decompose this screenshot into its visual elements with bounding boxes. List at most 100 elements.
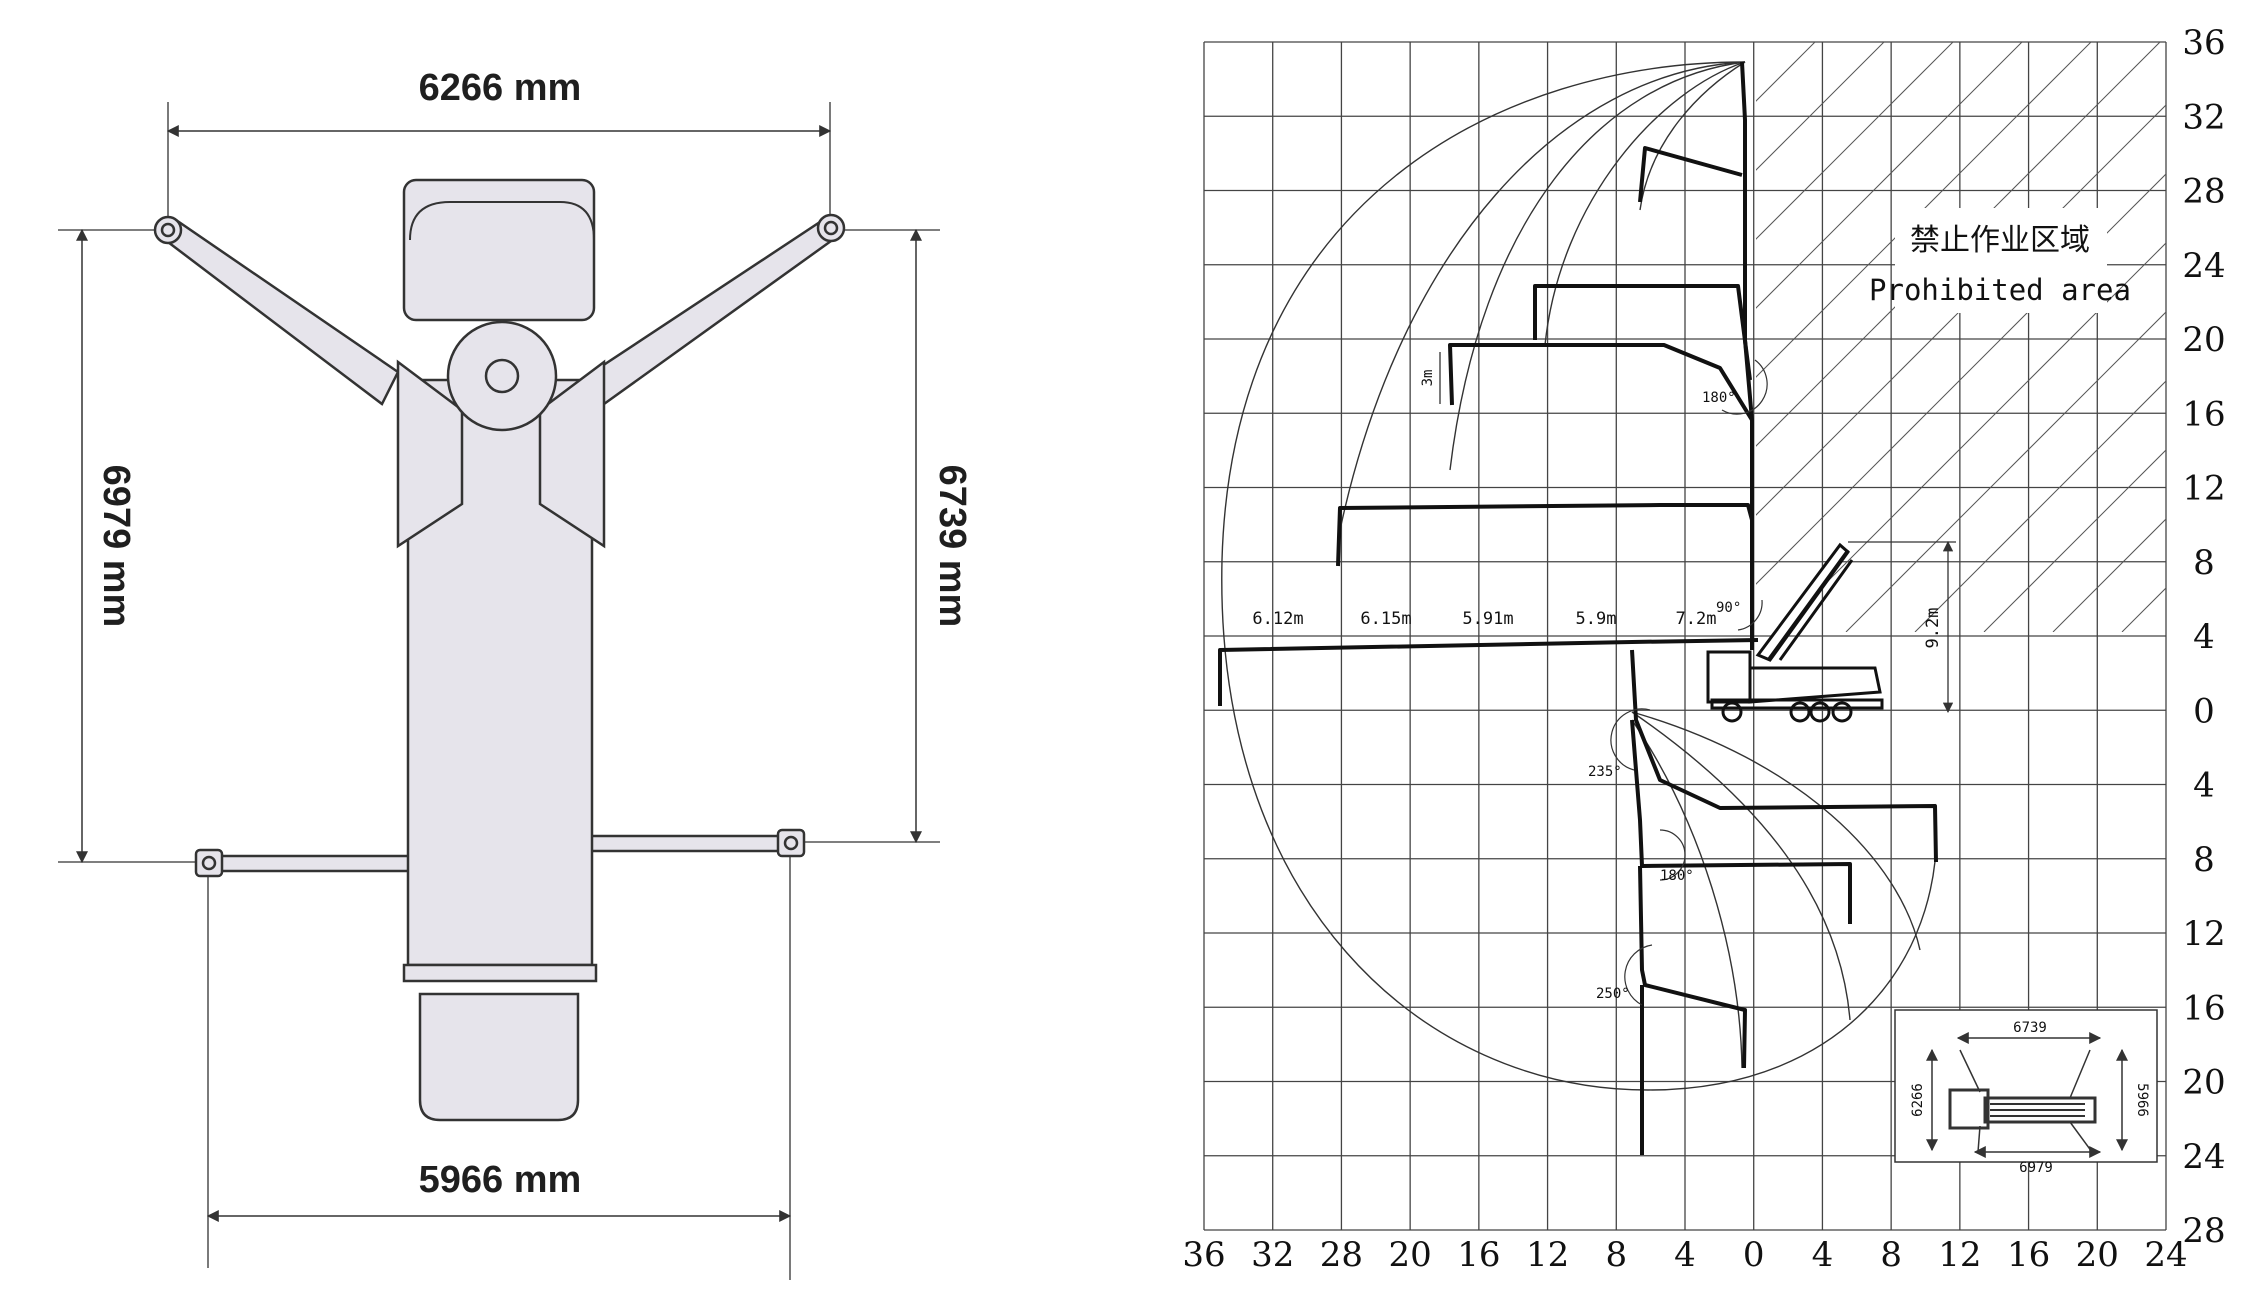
front-left-outrigger <box>158 218 400 406</box>
bottom-tick-label: 0 <box>1743 1235 1765 1275</box>
right-tick-label: 24 <box>2182 1137 2225 1177</box>
turret-hub <box>484 358 520 394</box>
front-left-pad <box>153 215 183 245</box>
inset-top-view <box>1894 1009 2158 1163</box>
right-tick-label: 36 <box>2182 23 2225 63</box>
right-tick-label: 20 <box>2182 1063 2225 1103</box>
hatch-line <box>1756 42 2092 378</box>
right-tick-label: 0 <box>2193 691 2215 731</box>
hatch-line <box>1156 42 1746 632</box>
boom-below-1 <box>1630 649 1938 863</box>
right-tick-label: 8 <box>2193 543 2215 583</box>
right-tick-label: 16 <box>2182 988 2225 1028</box>
bottom-tick-label: 4 <box>1812 1235 1834 1275</box>
tip-length-label: 3m <box>1420 370 1436 387</box>
reach-chart: 禁止作业区域 Prohibited area <box>1156 23 2225 1275</box>
boom-high <box>1638 146 1743 203</box>
height-label: 9.2m <box>1923 608 1943 649</box>
hatch-line <box>1756 173 2166 585</box>
prohibited-label-bg <box>1895 208 2107 313</box>
angle-2: 90° <box>1716 600 1741 616</box>
prohibited-en-label: Prohibited area <box>1869 273 2131 307</box>
angle-5: 250° <box>1596 986 1630 1002</box>
angle-4: 180° <box>1660 868 1694 884</box>
angle-arcs <box>1610 359 1768 1006</box>
boom-horizontal <box>1218 638 1759 706</box>
bottom-tick-label: 36 <box>1182 1235 1225 1275</box>
dimension-lines <box>76 125 922 1222</box>
hatch-line <box>1983 449 2166 632</box>
top-view-drawing <box>58 102 940 1280</box>
right-tick-label: 28 <box>2182 172 2225 212</box>
boom-postures <box>1218 61 1938 1155</box>
front-right-pad <box>816 213 846 243</box>
angle-1: 180° <box>1702 390 1736 406</box>
rear-right-pad <box>776 828 806 858</box>
right-tick-label: 4 <box>2193 617 2215 657</box>
right-tick-label: 8 <box>2193 840 2215 880</box>
hatch-line <box>1756 42 1816 102</box>
prohibited-cn-label: 禁止作业区域 <box>1910 223 2090 258</box>
bottom-tick-label: 16 <box>2007 1235 2050 1275</box>
section-label-5: 7.2m <box>1676 609 1717 629</box>
bottom-axis-ticks: 36 32 28 20 16 12 8 4 0 4 8 12 16 20 24 <box>1182 1235 2187 1275</box>
bottom-tick-label: 24 <box>2144 1235 2187 1275</box>
hatch-line <box>1756 104 2166 516</box>
right-tick-label: 32 <box>2182 97 2225 137</box>
rear-hopper <box>418 992 580 1122</box>
rear-left-pad <box>194 848 224 878</box>
rear-bumper <box>402 963 598 983</box>
boom-upper <box>1533 284 1752 381</box>
angle-3: 235° <box>1588 764 1622 780</box>
front-right-outrigger <box>588 218 840 406</box>
bottom-tick-label: 8 <box>1880 1235 1902 1275</box>
turret-right-plate <box>538 359 606 549</box>
right-tick-label: 4 <box>2193 766 2215 806</box>
right-tick-label: 24 <box>2182 246 2225 286</box>
hatch-line <box>1756 42 2161 447</box>
prohibited-hatch <box>1156 42 2166 632</box>
hatch-line <box>1756 42 2023 309</box>
bottom-tick-label: 4 <box>1674 1235 1696 1275</box>
right-tick-label: 20 <box>2182 320 2225 360</box>
hatch-line <box>2052 518 2166 632</box>
section-label-3: 5.91m <box>1462 609 1513 629</box>
turret-left-plate <box>396 359 464 549</box>
dim-right-label: 6739 mm <box>931 465 973 628</box>
height-dimension <box>1439 352 1956 714</box>
right-tick-label: 12 <box>2182 469 2225 509</box>
bottom-tick-label: 20 <box>2076 1235 2119 1275</box>
right-tick-label: 28 <box>2182 1211 2225 1251</box>
section-label-2: 6.15m <box>1360 609 1411 629</box>
inset-bottom-label: 6979 <box>2019 1160 2053 1176</box>
hatch-line <box>1914 380 2166 632</box>
bottom-tick-label: 32 <box>1251 1235 1294 1275</box>
boom-mid-high <box>1448 343 1754 422</box>
section-label-1: 6.12m <box>1252 609 1303 629</box>
dim-left-label: 6979 mm <box>95 465 137 628</box>
pump-truck <box>1706 542 1884 723</box>
dim-top-label: 6266 mm <box>419 67 582 109</box>
right-tick-label: 12 <box>2182 914 2225 954</box>
bottom-tick-label: 8 <box>1605 1235 1627 1275</box>
bottom-tick-label: 12 <box>1526 1235 1569 1275</box>
boom-below-2 <box>1630 719 1852 924</box>
inset-top-label: 6739 <box>2013 1020 2047 1036</box>
bottom-tick-label: 28 <box>1320 1235 1363 1275</box>
inset-left-label: 6266 <box>1910 1083 1926 1117</box>
hatch-line <box>1756 42 1954 240</box>
bottom-tick-label: 16 <box>1457 1235 1500 1275</box>
inset-right-label: 5966 <box>2134 1083 2150 1117</box>
cab <box>402 178 596 322</box>
bottom-tick-label: 20 <box>1389 1235 1432 1275</box>
hatch-line <box>1776 242 2166 632</box>
reach-envelopes <box>1221 61 1938 1091</box>
hatch-line <box>1756 42 1885 171</box>
boom-mid <box>1336 503 1754 567</box>
hatch-line <box>1845 311 2166 632</box>
section-label-4: 5.9m <box>1576 609 1617 629</box>
bottom-tick-label: 12 <box>1938 1235 1981 1275</box>
